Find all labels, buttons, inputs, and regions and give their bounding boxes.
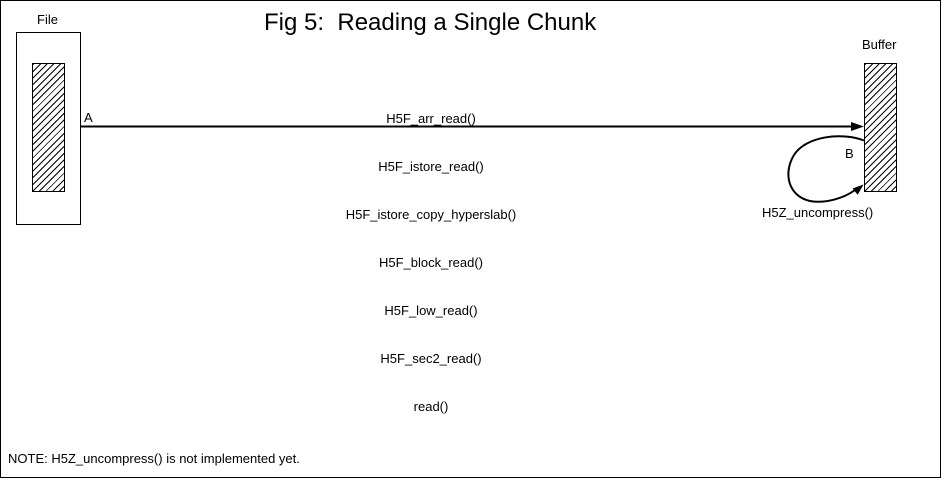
call-stack-line: H5F_arr_read() xyxy=(386,111,476,126)
buffer-label: Buffer xyxy=(862,37,897,52)
call-stack-line: read() xyxy=(413,399,449,414)
arrow-b-label: B xyxy=(845,146,854,161)
buffer-box xyxy=(864,63,897,192)
arrow-a-label: A xyxy=(84,110,93,125)
call-stack-line: H5F_low_read() xyxy=(384,303,478,318)
call-stack: H5F_arr_read() H5F_istore_read() H5F_ist… xyxy=(281,79,581,447)
file-chunk-hatch xyxy=(32,63,65,192)
call-stack-line: H5F_istore_read() xyxy=(378,159,484,174)
h5z-uncompress-label: H5Z_uncompress() xyxy=(762,205,874,220)
call-stack-line: H5F_sec2_read() xyxy=(380,351,482,366)
call-stack-line: H5F_istore_copy_hyperslab() xyxy=(345,207,517,222)
note-text: NOTE: H5Z_uncompress() is not implemente… xyxy=(8,451,300,466)
call-stack-line: H5F_block_read() xyxy=(378,255,484,270)
figure-title: Fig 5: Reading a Single Chunk xyxy=(264,9,597,36)
file-label: File xyxy=(37,12,58,27)
